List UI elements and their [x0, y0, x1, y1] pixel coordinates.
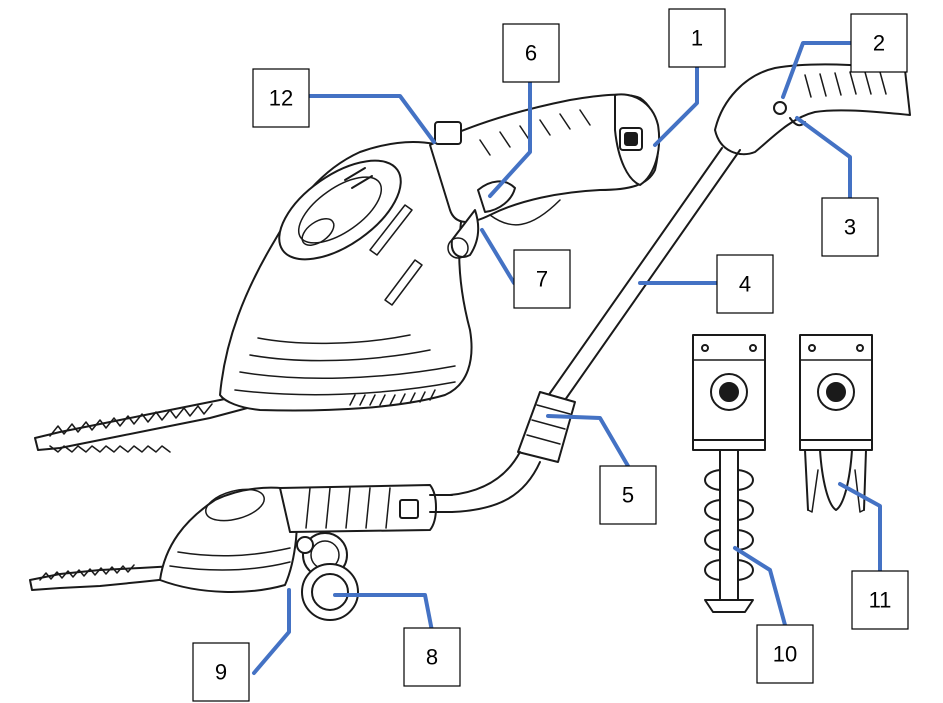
hedge-blade-attachment: [692, 334, 766, 613]
pole-collar: [517, 391, 576, 463]
callout-label-7: 7: [536, 267, 548, 292]
callout-box-8: [403, 627, 461, 687]
leader-line-3: [795, 116, 852, 200]
callout-label-10: 10: [773, 642, 797, 667]
callout-box-12: [252, 68, 310, 128]
callout-label-3: 3: [844, 215, 856, 240]
callout-box-11: [851, 570, 909, 630]
callout-label-2: 2: [873, 31, 885, 56]
leader-line-7: [480, 228, 516, 285]
pole-handle: [714, 63, 911, 156]
leader-line-2: [781, 41, 853, 99]
leader-line-12: [308, 94, 436, 144]
callout-box-2: [850, 13, 908, 73]
callout-label-4: 4: [739, 272, 751, 297]
leader-line-6: [488, 76, 532, 198]
telescopic-pole: [449, 63, 911, 513]
wheeled-shear-unit: [29, 484, 453, 621]
leader-line-5: [546, 414, 630, 468]
main-shear-unit: [34, 93, 661, 453]
callout-box-9: [192, 642, 250, 702]
callout-label-11: 11: [869, 588, 892, 613]
callout-box-7: [513, 249, 571, 309]
callout-label-12: 12: [269, 86, 293, 111]
leader-line-11: [838, 482, 882, 573]
callout-box-1: [668, 8, 726, 68]
callout-boxes: [192, 8, 909, 702]
leader-line-10: [733, 546, 787, 627]
callout-label-5: 5: [622, 483, 634, 508]
callout-box-3: [821, 197, 879, 257]
grass-blade-attachment: [799, 334, 873, 513]
top-dial: [278, 159, 402, 261]
callout-label-1: 1: [691, 26, 703, 51]
callout-box-4: [716, 254, 774, 314]
callout-label-8: 8: [426, 645, 438, 670]
leader-lines: [252, 41, 882, 675]
callout-label-6: 6: [525, 41, 537, 66]
callout-box-10: [756, 624, 814, 684]
callout-label-9: 9: [215, 660, 227, 685]
callout-labels: 1 2 3 4 5 6 7 8 9 10 11 12: [215, 26, 892, 685]
callout-box-6: [502, 23, 560, 83]
leader-line-9: [252, 588, 291, 675]
leader-line-8: [333, 593, 434, 633]
callout-box-5: [599, 465, 657, 525]
leader-line-1: [653, 66, 699, 147]
